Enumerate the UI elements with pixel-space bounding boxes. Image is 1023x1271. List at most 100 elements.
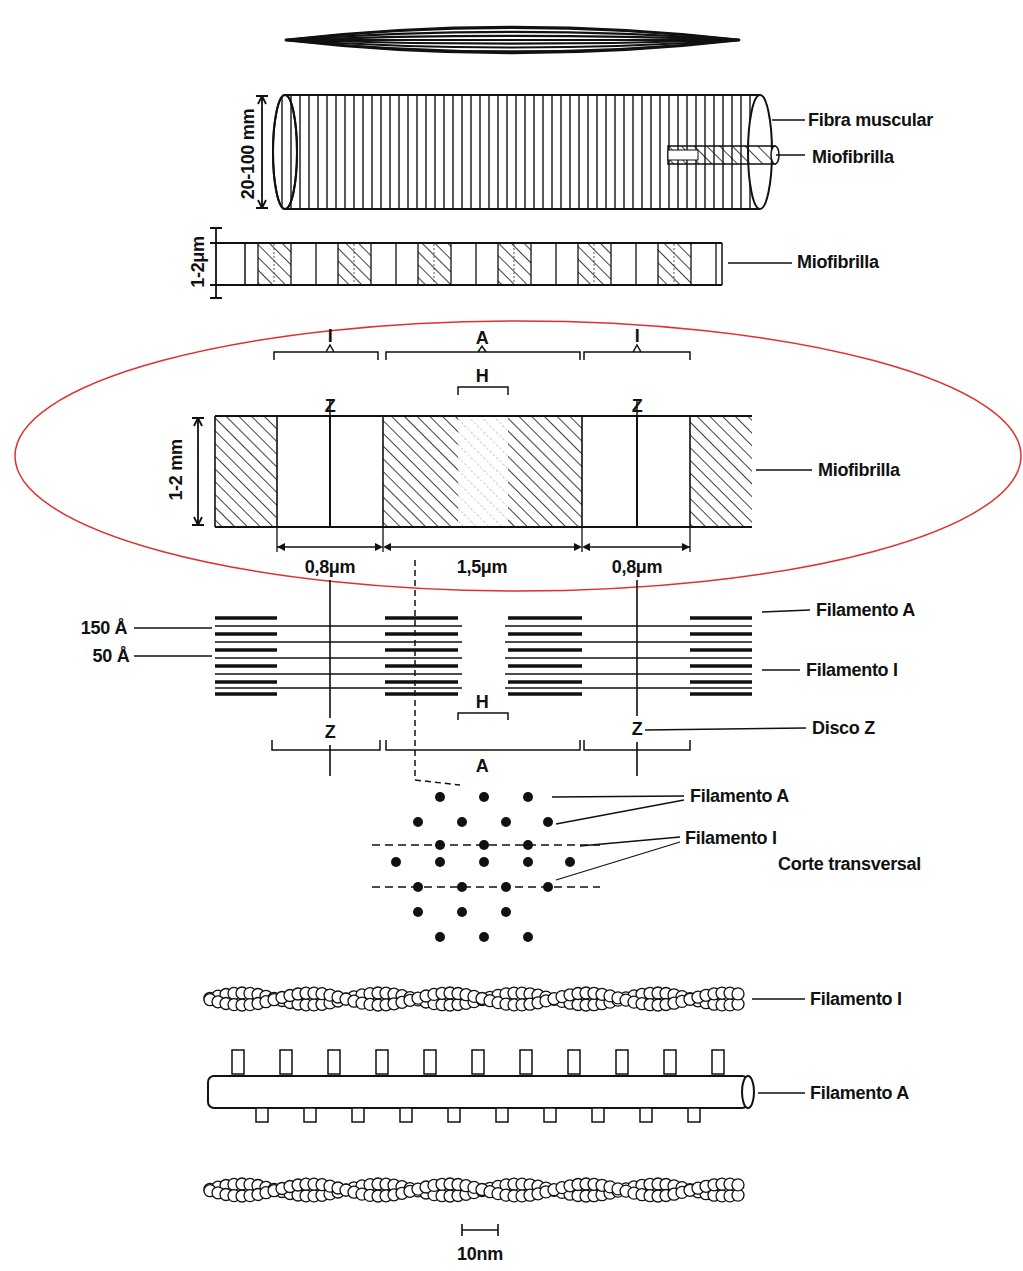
- part-label: A: [476, 757, 489, 775]
- stroke: [664, 1050, 676, 1074]
- stroke: [715, 244, 716, 284]
- stroke: [508, 664, 582, 668]
- stroke: [640, 1108, 652, 1122]
- part-label: 20-100 mm: [239, 109, 257, 199]
- part-label: Miofibrilla: [818, 461, 900, 479]
- stroke: [508, 680, 582, 684]
- stroke: [413, 907, 423, 917]
- stroke: [577, 244, 578, 284]
- stroke: [501, 907, 511, 917]
- part-label: 1,5μm: [457, 558, 508, 576]
- stroke: [328, 1050, 340, 1074]
- stroke: [435, 792, 445, 802]
- part-label: I: [328, 327, 333, 345]
- stroke: [435, 840, 445, 850]
- stroke: [413, 817, 423, 827]
- stroke: [616, 1050, 628, 1074]
- stroke: [690, 632, 752, 636]
- thin-filament-chain: [204, 1178, 744, 1202]
- stroke: [290, 244, 291, 284]
- part-label: H: [476, 367, 489, 385]
- stroke: [520, 1050, 532, 1074]
- stroke: [674, 244, 675, 284]
- part-label: Z: [632, 397, 643, 415]
- stroke: [352, 1108, 364, 1122]
- stroke: [501, 882, 511, 892]
- stroke: [523, 932, 533, 942]
- stroke: [215, 632, 277, 636]
- stroke: [215, 687, 462, 688]
- stroke: [544, 1108, 556, 1122]
- stroke: [508, 648, 582, 652]
- stroke: [376, 1050, 388, 1074]
- stroke: [215, 680, 277, 684]
- stroke: [256, 1108, 268, 1122]
- stroke: [505, 641, 752, 642]
- stroke: [508, 692, 582, 696]
- stroke: [688, 1108, 700, 1122]
- part-label: 10nm: [457, 1245, 503, 1263]
- stroke: [523, 792, 533, 802]
- stroke: [395, 244, 396, 284]
- stroke: [385, 680, 458, 684]
- stroke: [592, 1108, 604, 1122]
- stroke: [337, 244, 338, 284]
- stroke: [258, 244, 291, 284]
- stroke: [523, 840, 533, 850]
- part-label: Filamento A: [810, 1084, 909, 1102]
- stroke: [413, 882, 423, 892]
- part-label: H: [476, 693, 489, 711]
- stroke: [280, 1050, 292, 1074]
- stroke: [501, 817, 511, 827]
- muscle-spindle: [285, 27, 740, 53]
- part-label: Z: [325, 397, 336, 415]
- stroke: [424, 1050, 436, 1074]
- stroke: [690, 680, 752, 684]
- stroke: [400, 1108, 412, 1122]
- stroke: [690, 616, 752, 620]
- stroke: [385, 616, 458, 620]
- stroke: [315, 244, 316, 284]
- part-label: Z: [325, 723, 336, 741]
- part-label: A: [476, 329, 489, 347]
- thick-filament: [208, 1050, 754, 1122]
- stroke: [450, 244, 451, 284]
- stroke: [215, 648, 277, 652]
- part-label: Filamento I: [806, 661, 898, 679]
- stroke: [391, 857, 401, 867]
- stroke: [385, 648, 458, 652]
- stroke: [285, 39, 740, 41]
- stroke: [543, 882, 553, 892]
- stroke: [215, 673, 462, 674]
- stroke: [304, 1108, 316, 1122]
- stroke: [498, 244, 531, 284]
- stroke: [690, 692, 752, 696]
- part-label: 1-2μm: [189, 236, 207, 288]
- muscle-fiber: [256, 95, 805, 209]
- stroke: [505, 687, 752, 688]
- stroke: [285, 27, 740, 53]
- stroke: [690, 664, 752, 668]
- stroke: [457, 882, 467, 892]
- stroke: [742, 1076, 754, 1108]
- cross-section: [372, 792, 684, 942]
- stroke: [496, 1108, 508, 1122]
- stroke: [505, 657, 752, 658]
- stroke: [530, 244, 531, 284]
- stroke: [479, 857, 489, 867]
- stroke: [578, 244, 611, 284]
- part-label: 150 Å: [81, 619, 128, 637]
- part-label: Miofibrilla: [797, 253, 879, 271]
- stroke: [690, 648, 752, 652]
- stroke: [568, 1050, 580, 1074]
- stroke: [690, 244, 691, 284]
- stroke: [610, 244, 611, 284]
- highlight-ellipse: [15, 321, 1021, 591]
- stroke: [257, 244, 258, 284]
- part-label: 50 Å: [93, 647, 130, 665]
- stroke: [208, 1076, 748, 1108]
- stroke: [514, 244, 515, 284]
- part-label: Disco Z: [812, 719, 875, 737]
- part-label: Corte transversal: [778, 855, 921, 873]
